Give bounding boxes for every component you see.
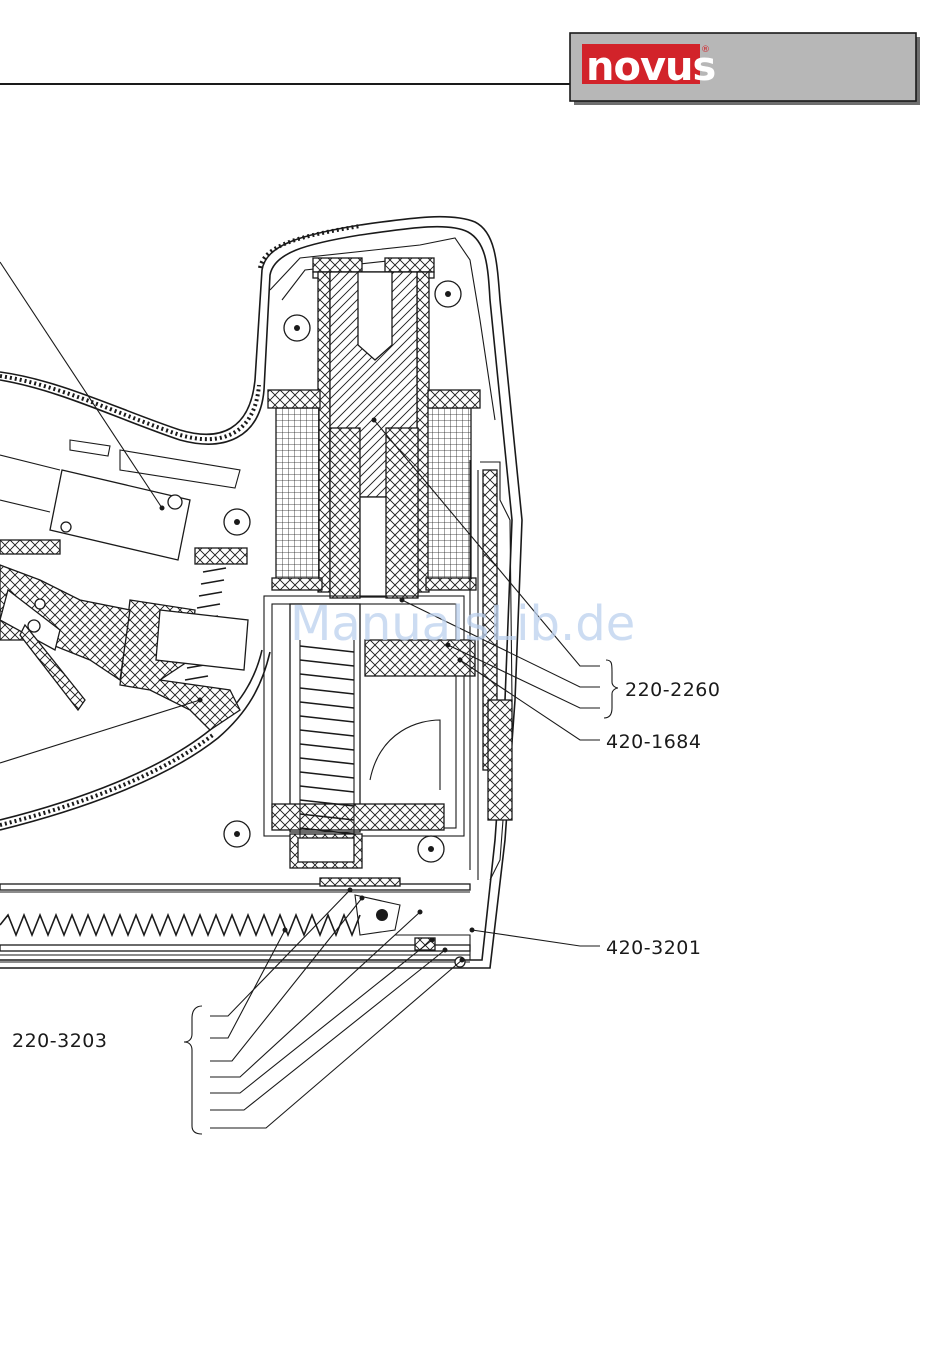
screw-boss-lower-right (418, 836, 444, 862)
callout-420-3201: 420-3201 (606, 937, 701, 959)
stapler-section-drawing (0, 217, 522, 968)
brand-logo-box: novus ® (570, 33, 920, 105)
callout-420-1684: 420-1684 (606, 731, 701, 753)
screw-boss-lower-left (224, 821, 250, 847)
callout-220-3203: 220-3203 (12, 1030, 107, 1052)
coil-winding-right (428, 408, 471, 580)
callout-220-2260: 220-2260 (625, 679, 720, 701)
watermark: ManualsLib.de (290, 596, 635, 652)
magazine-spring (0, 915, 360, 935)
screw-boss-top-left (284, 315, 310, 341)
brand-registered-mark: ® (701, 45, 710, 55)
brand-logo-text: novus (586, 44, 715, 90)
microswitch (50, 470, 190, 560)
screw-boss-mid (224, 509, 250, 535)
screw-boss-top-right (435, 281, 461, 307)
coil-winding-left (276, 408, 319, 580)
